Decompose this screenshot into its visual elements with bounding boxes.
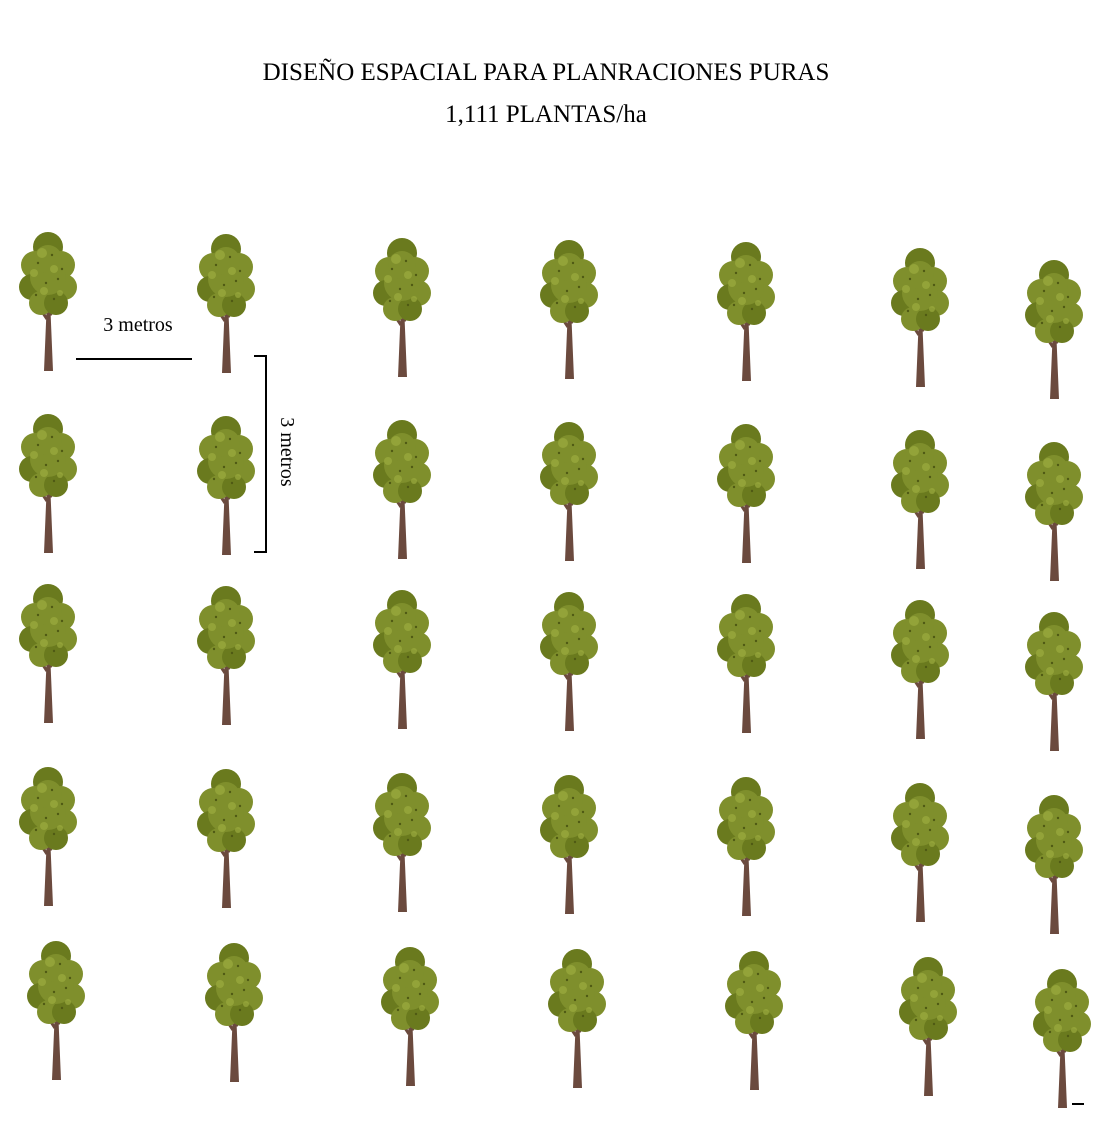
tree-icon <box>891 783 949 922</box>
tree-icon <box>540 775 598 914</box>
tree-icon <box>19 232 77 371</box>
title-line-1: DISEÑO ESPACIAL PARA PLANRACIONES PURAS <box>263 58 830 86</box>
tree-icon <box>1025 612 1083 751</box>
vertical-spacing-bracket <box>254 356 266 552</box>
tree-icon <box>540 422 598 561</box>
horizontal-spacing-label: 3 metros <box>103 314 173 336</box>
diagram-title: DISEÑO ESPACIAL PARA PLANRACIONES PURAS … <box>263 58 830 128</box>
vertical-spacing-label: 3 metros <box>276 417 298 487</box>
tree-icon <box>891 430 949 569</box>
tree-icon <box>1025 260 1083 399</box>
title-line-2: 1,111 PLANTAS/ha <box>445 101 647 128</box>
tree-icon <box>197 769 255 908</box>
tree-icon <box>1033 969 1091 1108</box>
tree-icon <box>197 234 255 373</box>
tree-icon <box>899 957 957 1096</box>
horizontal-spacing-annotation: 3 metros <box>76 314 192 359</box>
tree-grid <box>19 232 1091 1108</box>
tree-icon <box>373 590 431 729</box>
tree-icon <box>373 773 431 912</box>
tree-icon <box>717 594 775 733</box>
tree-icon <box>373 238 431 377</box>
tree-icon <box>540 592 598 731</box>
tree-icon <box>891 248 949 387</box>
tree-icon <box>717 242 775 381</box>
tree-icon <box>891 600 949 739</box>
tree-icon <box>717 424 775 563</box>
tree-icon <box>205 943 263 1082</box>
tree-icon <box>725 951 783 1090</box>
tree-icon <box>717 777 775 916</box>
tree-icon <box>1025 442 1083 581</box>
tree-icon <box>373 420 431 559</box>
tree-icon <box>27 941 85 1080</box>
tree-icon <box>540 240 598 379</box>
tree-icon <box>197 416 255 555</box>
tree-icon <box>19 767 77 906</box>
tree-icon <box>548 949 606 1088</box>
tree-icon <box>381 947 439 1086</box>
vertical-spacing-annotation: 3 metros <box>254 356 298 552</box>
tree-icon <box>197 586 255 725</box>
tree-icon <box>1025 795 1083 934</box>
tree-icon <box>19 584 77 723</box>
tree-icon <box>19 414 77 553</box>
